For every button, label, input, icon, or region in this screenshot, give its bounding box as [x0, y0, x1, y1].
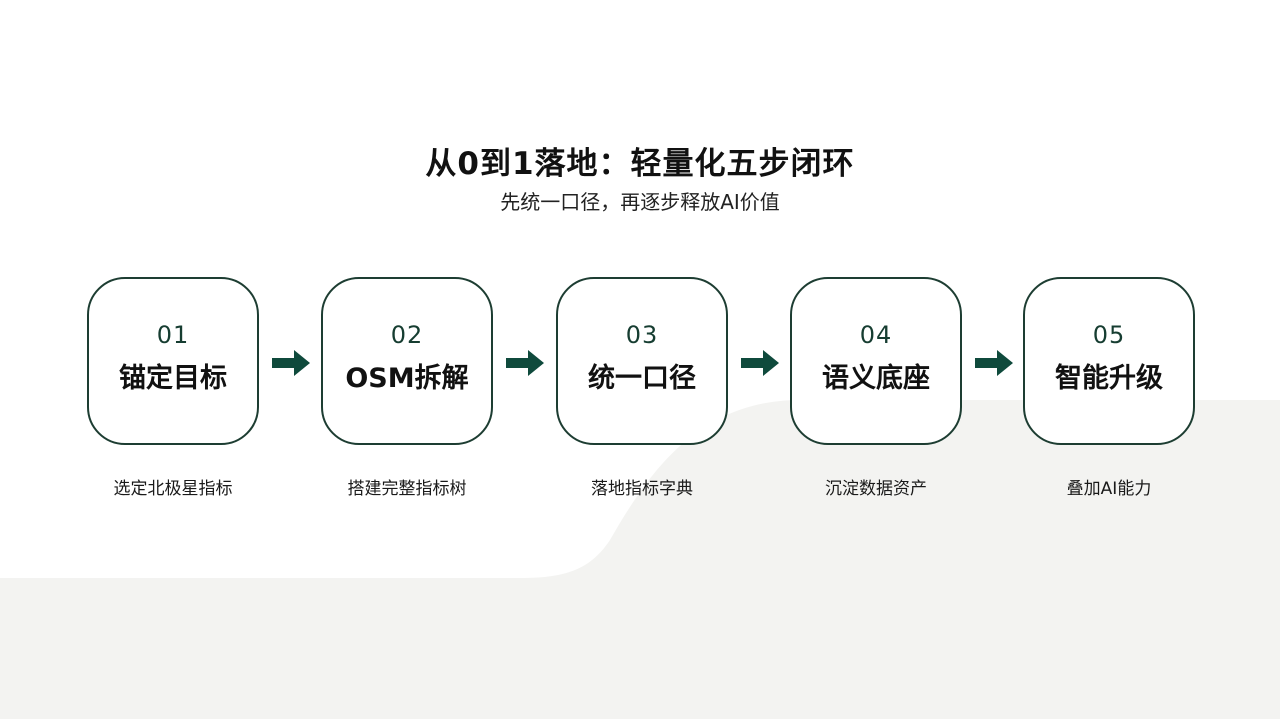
- step-label: 锚定目标: [119, 363, 227, 394]
- arrow-right-icon: [975, 350, 1013, 376]
- step-description-1: 选定北极星指标: [113, 479, 233, 499]
- step-number: 01: [156, 321, 190, 349]
- step-description-3: 落地指标字典: [591, 479, 693, 499]
- step-card-1: 01 锚定目标: [87, 277, 259, 445]
- step-label: 统一口径: [588, 363, 696, 394]
- page-title: 从0到1落地：轻量化五步闭环: [425, 146, 855, 182]
- step-description-2: 搭建完整指标树: [347, 479, 467, 499]
- page-subtitle: 先统一口径，再逐步释放AI价值: [500, 190, 780, 214]
- step-card-2: 02 OSM拆解: [321, 277, 493, 445]
- step-number: 04: [859, 321, 893, 349]
- arrow-right-icon: [506, 350, 544, 376]
- step-card-4: 04 语义底座: [790, 277, 962, 445]
- step-number: 02: [390, 321, 424, 349]
- step-number: 03: [625, 321, 659, 349]
- step-label: 智能升级: [1055, 363, 1163, 394]
- step-card-5: 05 智能升级: [1023, 277, 1195, 445]
- step-description-4: 沉淀数据资产: [825, 479, 927, 499]
- arrow-right-icon: [272, 350, 310, 376]
- step-card-3: 03 统一口径: [556, 277, 728, 445]
- step-number: 05: [1092, 321, 1126, 349]
- step-label: OSM拆解: [345, 363, 469, 394]
- step-label: 语义底座: [822, 363, 930, 394]
- arrow-right-icon: [741, 350, 779, 376]
- step-description-5: 叠加AI能力: [1066, 479, 1152, 499]
